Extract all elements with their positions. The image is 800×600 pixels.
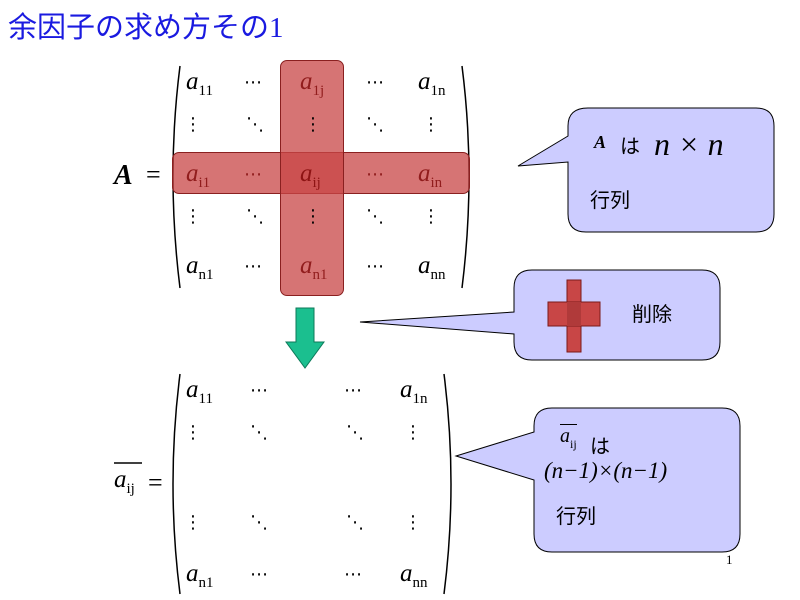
matrix-a-ddots: ⋱ bbox=[366, 114, 384, 135]
matrix-b-symbol: aij bbox=[114, 466, 135, 497]
callout-1-symbol: A bbox=[594, 132, 607, 152]
matrix-a-hdots: ⋯ bbox=[244, 72, 262, 93]
matrix-a-hdots: ⋯ bbox=[366, 256, 384, 277]
matrix-b-entry-1n: a1n bbox=[400, 376, 428, 407]
matrix-b-entry-11: a11 bbox=[186, 376, 213, 407]
matrix-a-vdots: ⋮ bbox=[304, 114, 322, 135]
matrix-a-ddots: ⋱ bbox=[246, 114, 264, 135]
matrix-a-vdots: ⋮ bbox=[422, 206, 440, 227]
matrix-a-symbol: A bbox=[114, 160, 133, 191]
callout-3-bubble bbox=[454, 407, 741, 553]
matrix-a-entry-in: ain bbox=[418, 160, 443, 191]
matrix-a-hdots: ⋯ bbox=[366, 164, 384, 185]
matrix-a-entry-1j: a1j bbox=[300, 68, 325, 99]
matrix-a-entry-n1: an1 bbox=[186, 252, 214, 283]
matrix-a-hdots: ⋯ bbox=[244, 256, 262, 277]
slide-title: 余因子の求め方その1 bbox=[8, 4, 284, 46]
matrix-a-equals: = bbox=[146, 160, 161, 189]
matrix-a-entry-1n: a1n bbox=[418, 68, 446, 99]
matrix-a-hdots: ⋯ bbox=[366, 72, 384, 93]
matrix-b-vdots: ⋮ bbox=[404, 512, 422, 533]
matrix-b-vdots: ⋮ bbox=[184, 512, 202, 533]
matrix-b-ddots: ⋱ bbox=[346, 422, 364, 443]
matrix-b-hdots: ⋯ bbox=[344, 380, 362, 401]
callout-1-expression: n × n bbox=[654, 126, 724, 162]
matrix-b-entry-n1: an1 bbox=[186, 560, 214, 591]
matrix-b-hdots: ⋯ bbox=[250, 564, 268, 585]
matrix-a-entry-i1: ai1 bbox=[186, 160, 211, 191]
matrix-a-ddots: ⋱ bbox=[366, 206, 384, 227]
callout-3-symbol: aij bbox=[560, 424, 577, 451]
column-j-highlight bbox=[280, 60, 344, 296]
delete-cross-icon bbox=[547, 279, 601, 353]
matrix-b-ddots: ⋱ bbox=[250, 422, 268, 443]
down-arrow-icon bbox=[285, 307, 325, 369]
matrix-b-vdots: ⋮ bbox=[404, 422, 422, 443]
callout-3-line2: 行列 bbox=[556, 504, 596, 528]
matrix-a-vdots: ⋮ bbox=[304, 206, 322, 227]
matrix-b-ddots: ⋱ bbox=[250, 512, 268, 533]
matrix-a-entry-ij: aij bbox=[300, 160, 321, 191]
matrix-a-vdots: ⋮ bbox=[422, 114, 440, 135]
matrix-b-hdots: ⋯ bbox=[344, 564, 362, 585]
matrix-b-equals: = bbox=[148, 468, 163, 497]
matrix-b-ddots: ⋱ bbox=[346, 512, 364, 533]
matrix-a-entry-nn: ann bbox=[418, 252, 446, 283]
matrix-a-vdots: ⋮ bbox=[184, 206, 202, 227]
matrix-b-left-bracket bbox=[172, 373, 181, 595]
slide-number: 1 bbox=[726, 552, 733, 567]
matrix-a-entry-nj: an1 bbox=[300, 252, 328, 283]
matrix-b-vdots: ⋮ bbox=[184, 422, 202, 443]
slide-title-text: 余因子の求め方その bbox=[8, 10, 270, 44]
matrix-b-right-bracket bbox=[443, 373, 452, 595]
matrix-b-hdots: ⋯ bbox=[250, 380, 268, 401]
callout-1-ha: は bbox=[620, 134, 640, 158]
matrix-a-ddots: ⋱ bbox=[246, 206, 264, 227]
slide-title-number: 1 bbox=[269, 12, 284, 44]
callout-2-bubble bbox=[359, 269, 721, 361]
matrix-a-vdots: ⋮ bbox=[184, 114, 202, 135]
matrix-a-entry-11: a11 bbox=[186, 68, 213, 99]
matrix-a-hdots: ⋯ bbox=[244, 164, 262, 185]
callout-1-bubble bbox=[517, 107, 775, 233]
callout-3-expression: (n−1)×(n−1) bbox=[544, 458, 668, 483]
callout-2-label: 削除 bbox=[632, 302, 672, 326]
callout-1-line2: 行列 bbox=[590, 188, 630, 212]
matrix-b-entry-nn: ann bbox=[400, 560, 428, 591]
callout-3-ha: は bbox=[590, 434, 610, 458]
